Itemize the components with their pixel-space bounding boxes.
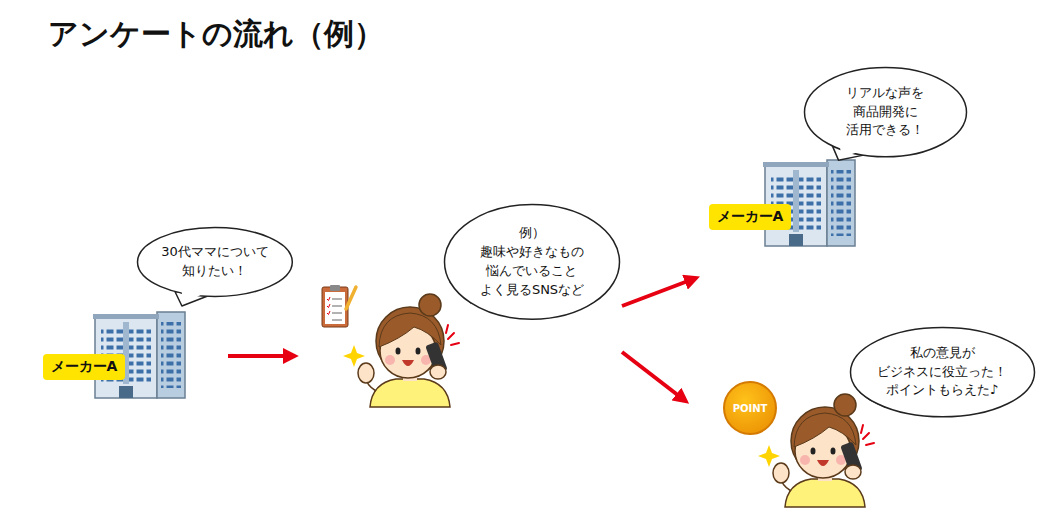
- maker-tag: メーカーA: [709, 204, 792, 230]
- clipboard-icon: [322, 285, 356, 327]
- speech-bubble: リアルな声を 商品開発に 活用できる！: [803, 66, 968, 158]
- bubble-text: 私の意見が ビジネスに役立った！ ポイントもらえた♪: [877, 344, 1007, 401]
- bubble-ellipse: [445, 205, 620, 320]
- bubble-tail-join: [459, 282, 475, 298]
- speech-bubble: 私の意見が ビジネスに役立った！ ポイントもらえた♪: [849, 326, 1036, 418]
- bubble-ellipse: [850, 327, 1034, 416]
- bubble-tail-join: [869, 391, 888, 403]
- bubble-ellipse: [138, 228, 293, 297]
- maker-tag: メーカーA: [43, 354, 126, 380]
- bubble-ellipse: [804, 67, 966, 156]
- maker-name: メーカーA: [717, 208, 784, 226]
- bubble-outline: [443, 203, 621, 321]
- flow-arrow: [228, 281, 688, 396]
- bubble-tail-join: [181, 289, 206, 303]
- bubble-text: 例）趣味や好きなもの 悩んでいること よく見るSNSなど: [480, 224, 584, 299]
- bubble-text: 30代ママについて 知りたい！: [161, 243, 269, 281]
- bubble-text: リアルな声を 商品開発に 活用できる！: [846, 84, 924, 141]
- point-coin: POINT: [723, 381, 777, 435]
- bubble-tail-join: [839, 143, 863, 157]
- woman-figure: [343, 294, 459, 407]
- maker-building: [763, 160, 855, 246]
- maker-name: メーカーA: [51, 358, 118, 376]
- speech-bubble: 30代ママについて 知りたい！: [136, 226, 294, 298]
- coin-label: POINT: [733, 403, 768, 414]
- speech-bubble: 例）趣味や好きなもの 悩んでいること よく見るSNSなど: [443, 203, 621, 321]
- bubble-outline: [136, 226, 294, 298]
- diagram-title: アンケートの流れ（例）: [48, 14, 384, 55]
